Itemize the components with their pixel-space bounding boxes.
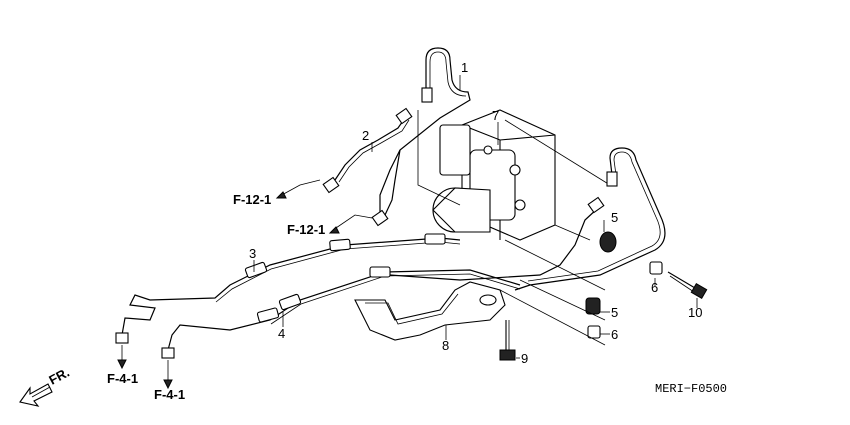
abs-connector [439, 124, 471, 176]
pipe-4-grommet-c [256, 307, 280, 323]
brake-pipe-1 [379, 47, 471, 220]
grommet-5-lower [585, 297, 601, 315]
abs-right-pipe [389, 196, 605, 281]
diagram-code: MERI−F0500 [655, 382, 727, 396]
right-pipe-loop [514, 147, 666, 291]
bolt-9 [499, 320, 516, 361]
abs-right-nut [587, 196, 605, 214]
reference-arrows [117, 179, 373, 390]
callout-3: 3 [249, 246, 256, 261]
callout-6-lower: 6 [611, 327, 618, 342]
bolt-10 [667, 271, 708, 300]
callout-5-upper: 5 [611, 210, 618, 225]
ref-f12-lower: F-12-1 [287, 222, 325, 237]
callout-7: 7 [492, 108, 499, 123]
ref-f41-right: F-4-1 [154, 387, 185, 402]
grommet-5-upper [599, 231, 617, 253]
front-arrow-icon [19, 383, 53, 407]
front-label: FR. [46, 365, 72, 388]
ref-f41-left: F-4-1 [107, 371, 138, 386]
f12-lower-nut [371, 209, 389, 227]
ref-f12-upper: F-12-1 [233, 192, 271, 207]
callout-6-upper: 6 [651, 280, 658, 295]
pipe-3-grommet-b [329, 238, 351, 252]
callout-8: 8 [442, 338, 449, 353]
callout-1: 1 [461, 60, 468, 75]
grommets-5 [585, 231, 617, 315]
pipe-4-grommet-b [278, 293, 302, 311]
pipe-3-nut [115, 332, 129, 344]
callout-4: 4 [278, 326, 285, 341]
brake-pipe-4 [161, 266, 521, 359]
callout-2: 2 [362, 128, 369, 143]
pipe-2-lower-nut [322, 176, 340, 194]
right-pipe-nut [606, 171, 618, 187]
pipe-1-nut [421, 87, 433, 103]
collar-6-upper [649, 261, 663, 275]
pipe-4-nut [161, 347, 175, 359]
pipe-3-grommet-a [424, 233, 446, 245]
collars-6 [587, 261, 663, 339]
abs-frame-lines [417, 110, 611, 291]
brake-pipe-3 [115, 233, 461, 344]
leader-lines [253, 75, 698, 359]
pipe-3-grommet-c [244, 261, 268, 279]
bolt-9-head [499, 349, 516, 361]
callout-10: 10 [688, 305, 702, 320]
callout-5-lower: 5 [611, 305, 618, 320]
pipe-4-grommet-a [369, 266, 391, 278]
collar-6-lower [587, 325, 601, 339]
abs-bracket [354, 281, 506, 341]
pipe-to-f12-lower [371, 149, 401, 227]
callout-9: 9 [521, 351, 528, 366]
brake-pipe-2 [322, 107, 413, 194]
pipe-2-upper-nut [395, 107, 413, 125]
bolt-10-head [690, 282, 708, 300]
abs-modulator [432, 109, 556, 241]
